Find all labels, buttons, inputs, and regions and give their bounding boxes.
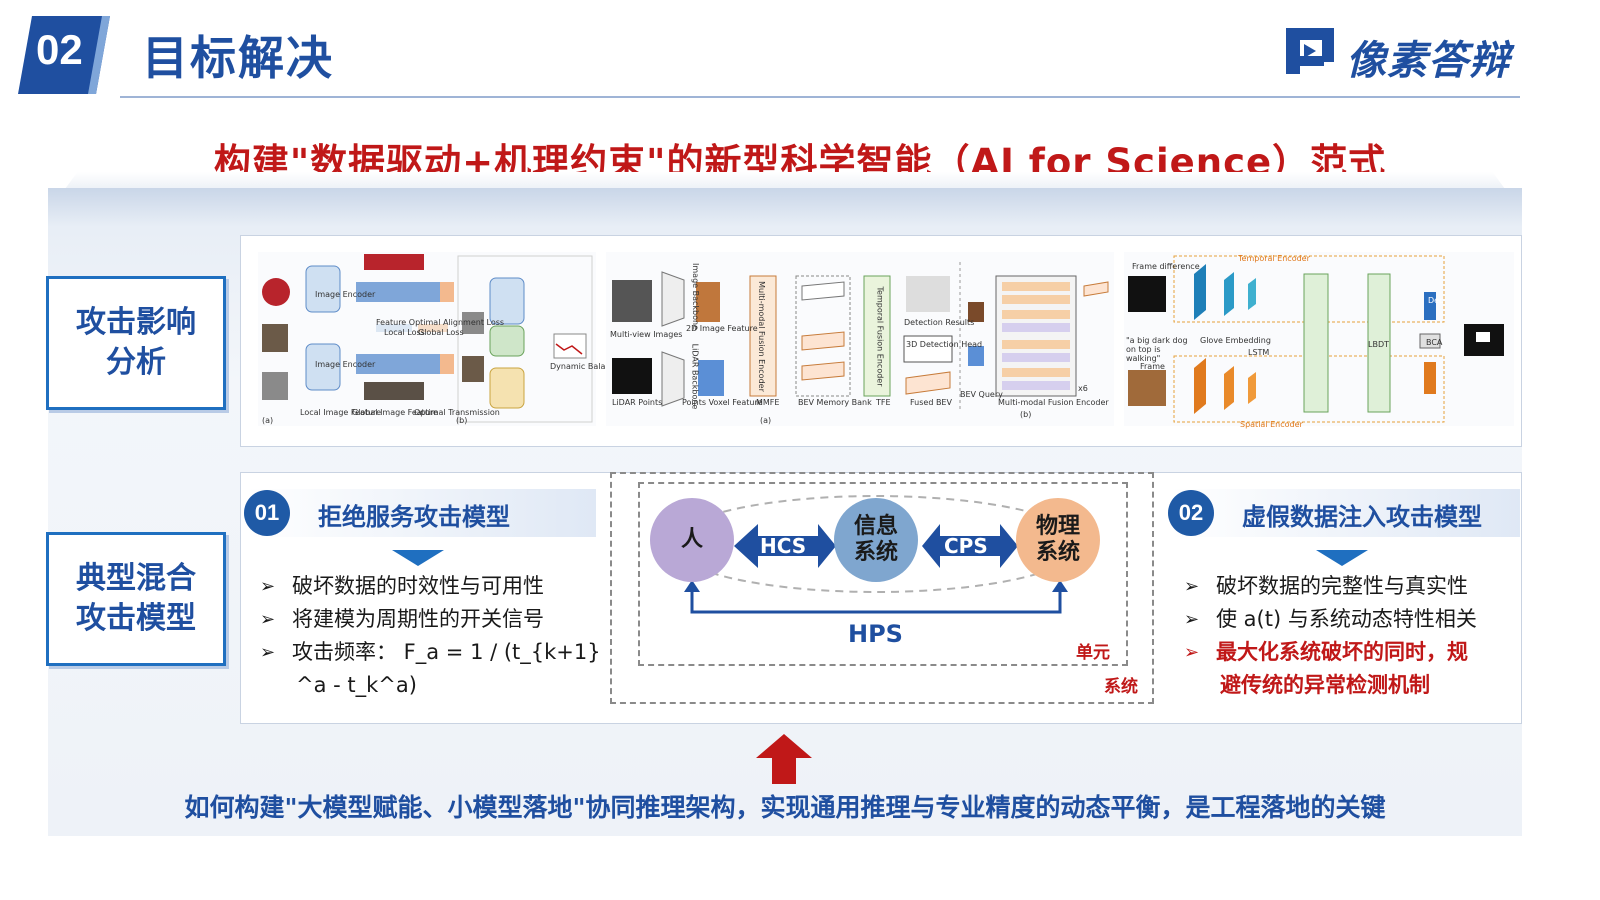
figure-label: MMFE: [756, 398, 780, 407]
side-label-hybrid-attack: 典型混合 攻击模型: [46, 532, 226, 666]
node-human: 人: [650, 498, 734, 582]
section-2-bullets: 破坏数据的完整性与真实性 使 a(t) 与系统动态特性相关 最大化系统破坏的同时…: [1180, 570, 1520, 702]
figure-bev-fusion-architecture: [606, 252, 1114, 426]
node-information-system: 信息 系统: [834, 498, 918, 582]
side-label-line: 攻击影响: [76, 305, 196, 340]
figure-label: LiDAR Points: [612, 398, 663, 407]
figure-label: Temporal Encoder: [1238, 254, 1310, 263]
figure-label: LBDT: [1368, 340, 1389, 349]
figure-label: Dynamic Balance: [550, 362, 620, 371]
page-title: 目标解决: [142, 31, 334, 85]
figure-label: Spatial Encoder: [1240, 420, 1303, 429]
system-boundary: [610, 472, 1154, 704]
figure-label: Frame: [1140, 362, 1165, 371]
figure-label: Temporal Fusion Encoder: [875, 286, 885, 387]
node-label: 系统: [1035, 540, 1080, 565]
label-unit: 单元: [1076, 643, 1110, 663]
header-divider: [120, 96, 1520, 98]
arrow-label-hcs: HCS: [760, 534, 807, 558]
figure-alignment-architecture: [258, 252, 596, 426]
figure-label: LSTM: [1248, 348, 1270, 357]
figure-label: Image Backbone: [690, 263, 700, 330]
side-label-line: 分析: [106, 345, 166, 380]
figure-label: 3D Detection Head: [906, 340, 983, 349]
logo-text: 像素答辩: [1346, 38, 1510, 84]
section-1-number: 01: [244, 490, 290, 536]
figure-label: Local Image Feature: [300, 408, 382, 417]
bullet-continuation: ^a - t_k^a): [296, 673, 417, 697]
figure-label: (b): [456, 416, 468, 425]
bullet-item-highlight: 最大化系统破坏的同时，规: [1180, 636, 1520, 669]
figure-label: Frame difference: [1132, 262, 1200, 271]
figure-label: x6: [1078, 384, 1088, 393]
node-label: 信息: [853, 514, 898, 539]
section-number: 02: [36, 26, 83, 73]
conclusion-text: 如何构建"大模型赋能、小模型落地"协同推理架构，实现通用推理与专业精度的动态平衡…: [184, 793, 1386, 822]
label-system: 系统: [1104, 677, 1138, 697]
figure-label: Global Image Feature: [352, 408, 438, 417]
bullet-item: 攻击频率： F_a = 1 / (t_{k+1}: [256, 636, 606, 669]
figure-label: BEV Query: [960, 390, 1003, 399]
figure-label: Global Loss: [418, 328, 464, 337]
figure-label: Fused BEV: [910, 398, 952, 407]
figure-label: Multi-view Images: [610, 330, 683, 339]
figure-label: (a): [760, 416, 772, 425]
bullet-item: 破坏数据的完整性与真实性: [1180, 570, 1520, 603]
bullet-item: 将建模为周期性的开关信号: [256, 603, 606, 636]
node-label: 系统: [853, 540, 898, 565]
section-1-arrow-icon: [392, 550, 444, 566]
node-physical-system: 物理 系统: [1016, 498, 1100, 582]
up-arrow-icon: [756, 734, 812, 784]
figure-label: (b): [1020, 410, 1032, 419]
arrow-label-cps: CPS: [944, 534, 988, 558]
arrow-label-hps: HPS: [848, 620, 903, 648]
section-1-header: [246, 489, 596, 537]
section-1-title: 拒绝服务攻击模型: [318, 503, 510, 531]
figure-label: Points Voxel Feature: [682, 398, 763, 407]
logo-icon: [1286, 28, 1334, 74]
figure-label: BCA: [1426, 338, 1443, 347]
figure-label: Image Encoder: [315, 360, 376, 369]
figure-label: Optimal Transmission: [414, 408, 500, 417]
figure-label: 2D Image Feature: [686, 324, 758, 333]
figure-label: Image Encoder: [315, 290, 376, 299]
section-2-title: 虚假数据注入攻击模型: [1242, 503, 1482, 531]
figure-label: BEV Memory Bank: [798, 398, 872, 407]
figure-temporal-spatial-encoder: [1124, 252, 1514, 426]
figure-label: Multi-modal Fusion Encoder: [756, 281, 766, 392]
side-label-impact-analysis: 攻击影响 分析: [46, 276, 226, 410]
side-label-line: 典型混合: [76, 561, 196, 596]
figure-label: Local Loss: [384, 328, 425, 337]
figure-label: "a big dark dog on top is walking": [1126, 336, 1188, 363]
figure-label: TFE: [876, 398, 891, 407]
bullet-continuation: 避传统的异常检测机制: [1220, 673, 1430, 697]
node-human-label: 人: [680, 527, 703, 552]
section-2-arrow-icon: [1316, 550, 1368, 566]
figure-label: Multi-modal Fusion Encoder: [998, 398, 1109, 407]
section-number-badge: [18, 16, 110, 94]
figure-label: Dec: [1428, 296, 1444, 305]
figure-label: Feature Optimal Alignment Loss: [376, 318, 505, 327]
unit-boundary: [638, 482, 1128, 666]
figure-label: (a): [262, 416, 274, 425]
figure-label: Glove Embedding: [1200, 336, 1271, 345]
section-1-bullets: 破坏数据的时效性与可用性 将建模为周期性的开关信号 攻击频率： F_a = 1 …: [256, 570, 606, 702]
side-label-line: 攻击模型: [76, 601, 196, 636]
bullet-item: 使 a(t) 与系统动态特性相关: [1180, 603, 1520, 636]
bullet-item: 破坏数据的时效性与可用性: [256, 570, 606, 603]
figure-label: Detection Results: [904, 318, 975, 327]
section-2-number: 02: [1168, 490, 1214, 536]
section-2-header: [1170, 489, 1520, 537]
node-label: 物理: [1035, 514, 1080, 539]
